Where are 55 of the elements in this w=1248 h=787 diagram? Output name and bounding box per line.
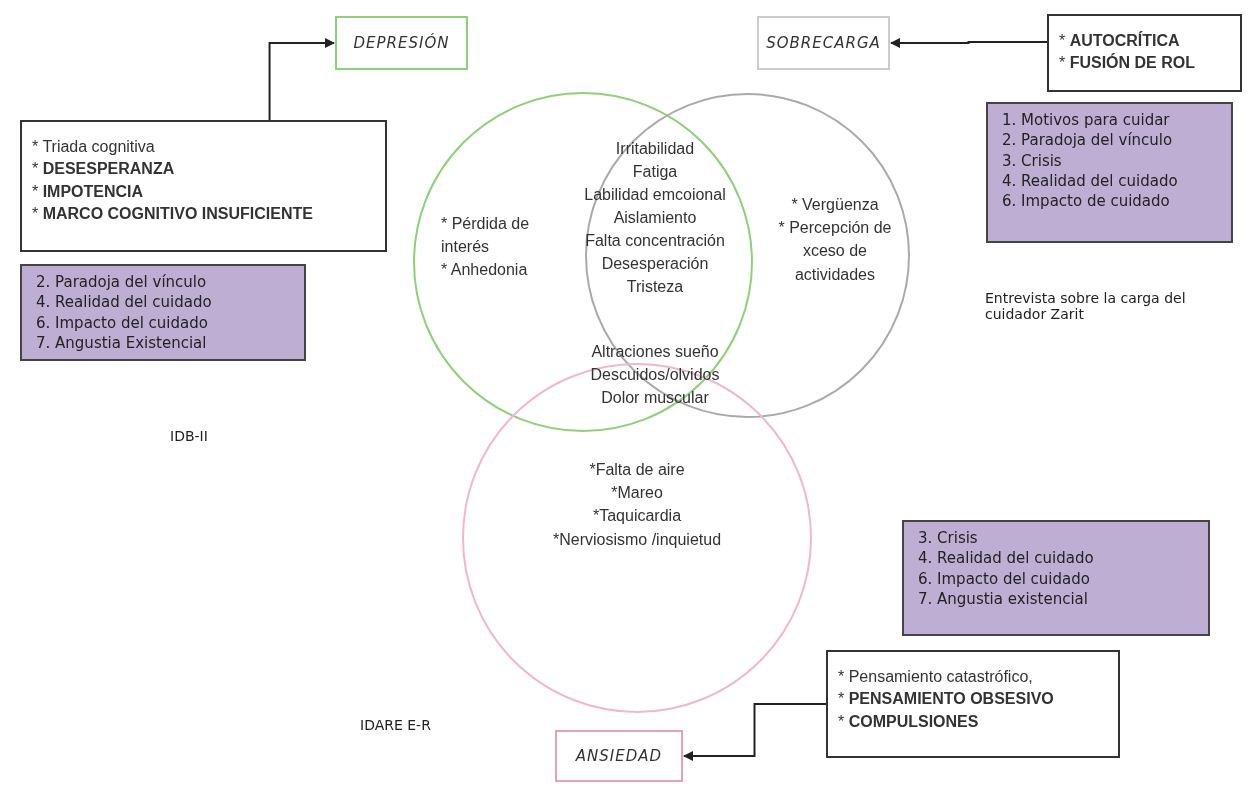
symptom-text: * Triada cognitiva (32, 137, 156, 157)
symptom-text: *Nerviosismo /inquietud (551, 529, 723, 550)
instrument-note: IDARE E-R (360, 717, 431, 733)
symptom-text: *COMPULSIONES (838, 711, 980, 732)
category-box: ANSIEDAD (555, 730, 683, 782)
symptom-text: Tristeza (625, 278, 685, 296)
symptom-text: Altraciones sueño (590, 343, 720, 361)
symptom-text: * Pensamiento catastrófico, (838, 667, 1034, 687)
symptom-text: * Percepción de xceso de actividades (777, 218, 893, 285)
list-item: 6. Impacto del cuidado (36, 312, 209, 333)
symptom-text: *PENSAMIENTO OBSESIVO (838, 689, 1055, 710)
arrow (890, 38, 1048, 48)
symptom-text: Desesperación (600, 255, 710, 273)
symptom-text: Fatiga (631, 163, 679, 181)
instrument-note: IDB-II (170, 428, 208, 444)
symptom-text: *MARCO COGNITIVO INSUFICIENTE (32, 204, 314, 225)
list-item: 7. Angustia existencial (918, 588, 1089, 609)
symptom-text: Descuidos/olvidos (589, 366, 721, 384)
list-item: 6. Impacto del cuidado (918, 568, 1091, 589)
symptom-text: *Taquicardia (591, 506, 683, 527)
symptom-text: * Pérdida de interés (441, 214, 531, 258)
symptom-text: Labilidad emcoional (583, 186, 727, 204)
symptom-text: *IMPOTENCIA (32, 181, 145, 202)
symptom-list-box (1047, 14, 1242, 92)
category-box: DEPRESIÓN (335, 16, 468, 70)
symptom-list-box (826, 650, 1120, 758)
symptom-text: *Mareo (610, 483, 664, 504)
arrow (683, 703, 827, 761)
item-list-box (902, 520, 1210, 636)
item-list-box (986, 102, 1233, 243)
symptom-text: *AUTOCRÍTICA (1059, 30, 1181, 51)
category-box: SOBRECARGA (757, 16, 890, 70)
symptom-text: * Vergüenza (790, 195, 880, 215)
list-item: 3. Crisis (1002, 150, 1063, 171)
symptom-text: Aislamiento (612, 209, 698, 227)
symptom-text: *FUSIÓN DE ROL (1059, 52, 1196, 74)
arrow (268, 38, 335, 121)
list-item: 4. Realidad del cuidado (918, 548, 1095, 569)
list-item: 4. Realidad del cuidado (1002, 170, 1179, 191)
symptom-text: Dolor muscular (600, 389, 710, 407)
symptom-text: * Anhedonia (441, 260, 529, 281)
list-item: 7. Angustia Existencial (36, 332, 208, 353)
instrument-note: Entrevista sobre la carga del cuidador Zarit (985, 290, 1187, 322)
symptom-list-box (20, 120, 387, 252)
list-item: 2. Paradoja del vínculo (36, 272, 208, 293)
symptom-text: *Falta de aire (588, 460, 686, 480)
symptom-text: *DESESPERANZA (32, 159, 176, 180)
list-item: 3. Crisis (918, 528, 979, 549)
symptom-text: Irritabilidad (614, 140, 696, 158)
item-list-box (20, 264, 306, 361)
list-item: 1. Motivos para cuidar (1002, 110, 1171, 131)
list-item: 2. Paradoja del vínculo (1002, 130, 1174, 151)
list-item: 6. Impacto de cuidado (1002, 191, 1171, 212)
list-item: 4. Realidad del cuidado (36, 292, 213, 313)
symptom-text: Falta concentración (584, 232, 726, 250)
